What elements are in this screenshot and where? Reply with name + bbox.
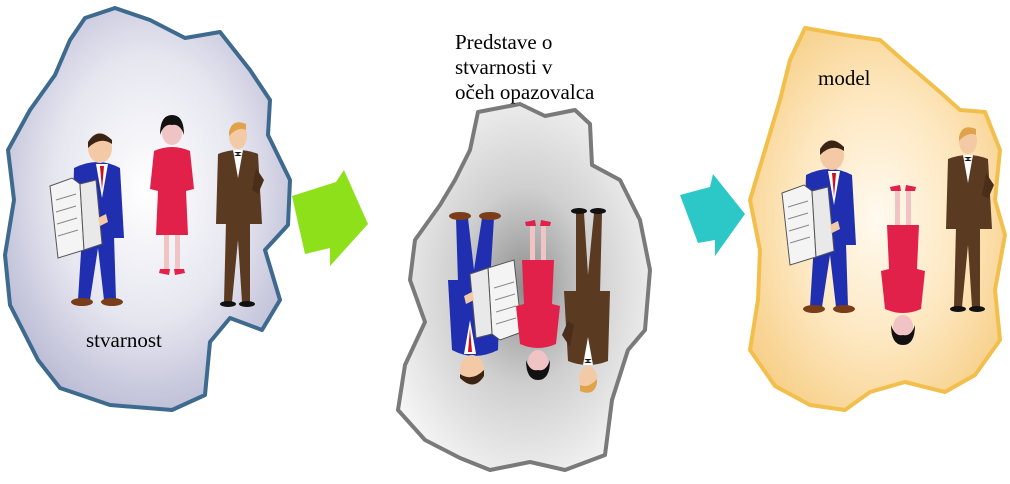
arrow-right-1 xyxy=(292,170,368,266)
model-label: model xyxy=(818,66,871,91)
perception-label-line-2: stvarnosti v xyxy=(455,55,594,80)
reality-label: stvarnost xyxy=(86,328,162,353)
arrow-right-2 xyxy=(680,174,745,256)
perception-label: Predstave o stvarnosti v očeh opazovalca xyxy=(455,30,594,105)
perception-label-line-1: Predstave o xyxy=(455,30,594,55)
perception-label-line-3: očeh opazovalca xyxy=(455,80,594,105)
